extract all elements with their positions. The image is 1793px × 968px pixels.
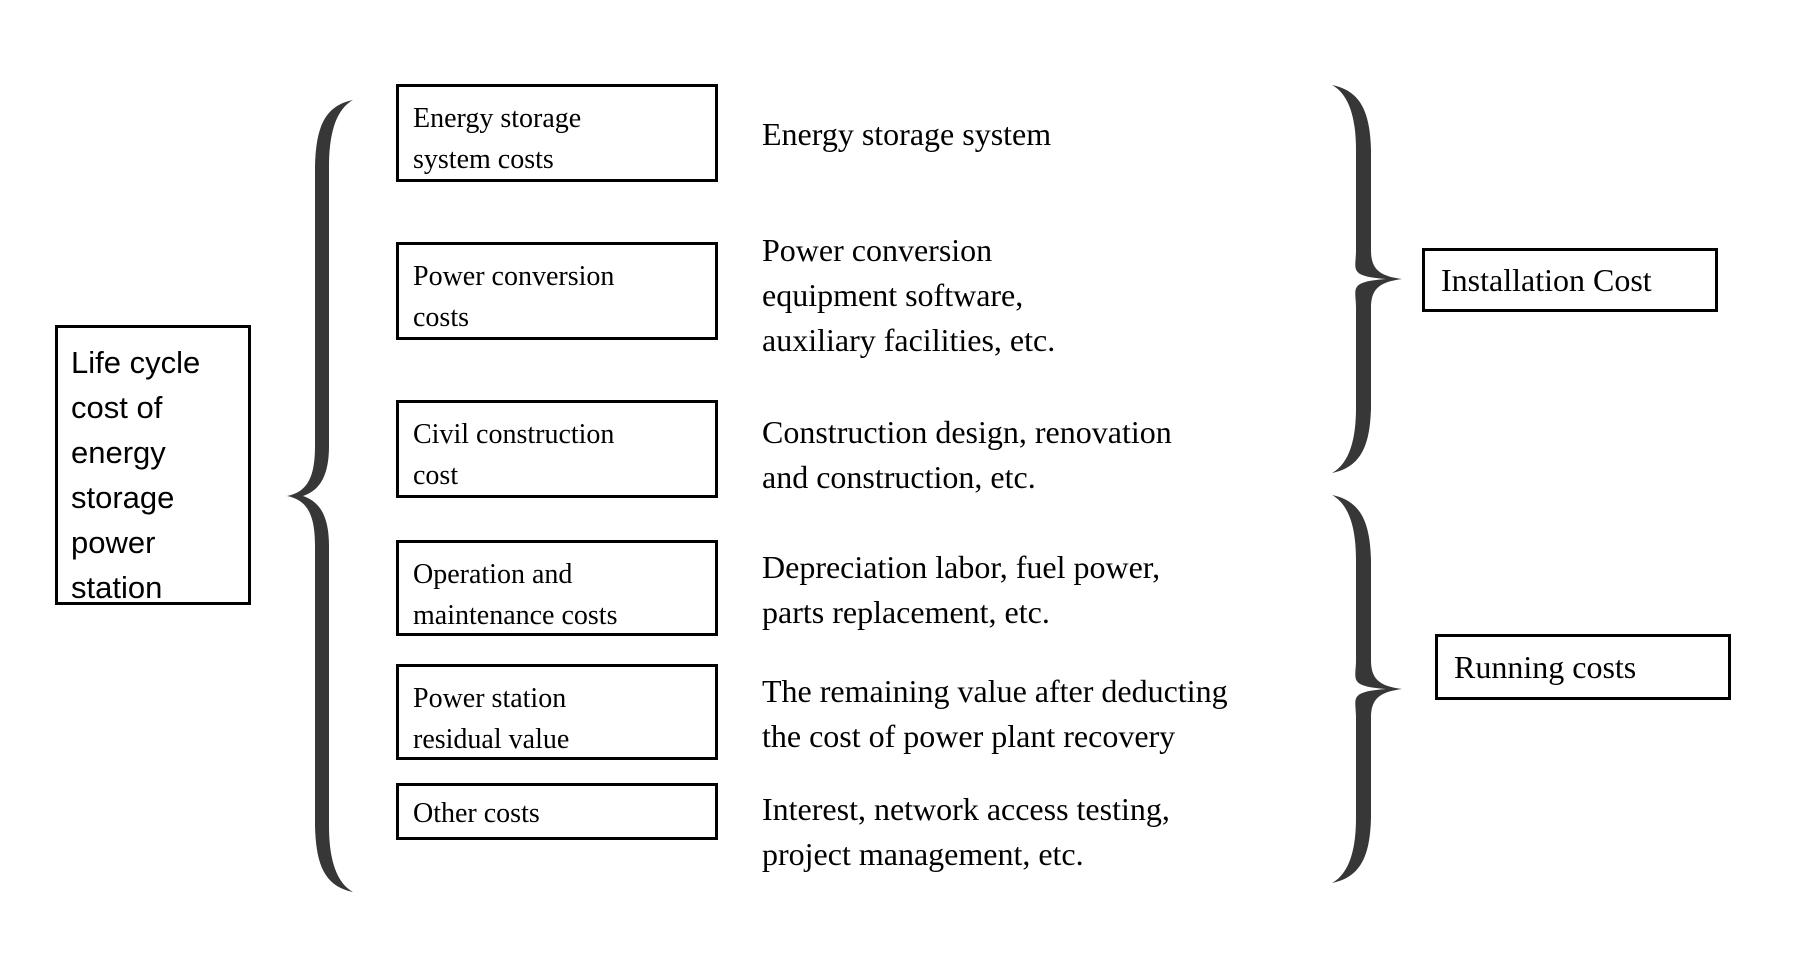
description-other-costs: Interest, network access testing, projec… bbox=[762, 791, 1170, 872]
left-brace-icon bbox=[287, 100, 353, 892]
root-node-life-cycle-cost: Life cycle cost of energy storage power … bbox=[55, 325, 251, 605]
category-box-power-conversion-costs: Power conversion costs bbox=[396, 242, 718, 340]
category-box-operation-and-maintenance-costs: Operation and maintenance costs bbox=[396, 540, 718, 636]
category-box-civil-construction-cost: Civil construction cost bbox=[396, 400, 718, 498]
group-box-installation-cost: Installation Cost bbox=[1422, 248, 1718, 312]
group-box-running-costs: Running costs bbox=[1435, 634, 1731, 700]
description-power-conversion-costs: Power conversion equipment software, aux… bbox=[762, 232, 1056, 358]
description-operation-and-maintenance-costs: Depreciation labor, fuel power, parts re… bbox=[762, 549, 1161, 630]
description-power-station-residual-value: The remaining value after deducting the … bbox=[762, 673, 1228, 754]
description-civil-construction-cost: Construction design, renovation and cons… bbox=[762, 414, 1172, 495]
description-energy-storage-system-costs: Energy storage system bbox=[762, 116, 1052, 152]
category-box-energy-storage-system-costs: Energy storage system costs bbox=[396, 84, 718, 182]
category-box-other-costs: Other costs bbox=[396, 783, 718, 840]
right-brace-top-icon bbox=[1332, 85, 1402, 473]
category-box-power-station-residual-value: Power station residual value bbox=[396, 664, 718, 760]
right-brace-bottom-icon bbox=[1332, 495, 1402, 883]
